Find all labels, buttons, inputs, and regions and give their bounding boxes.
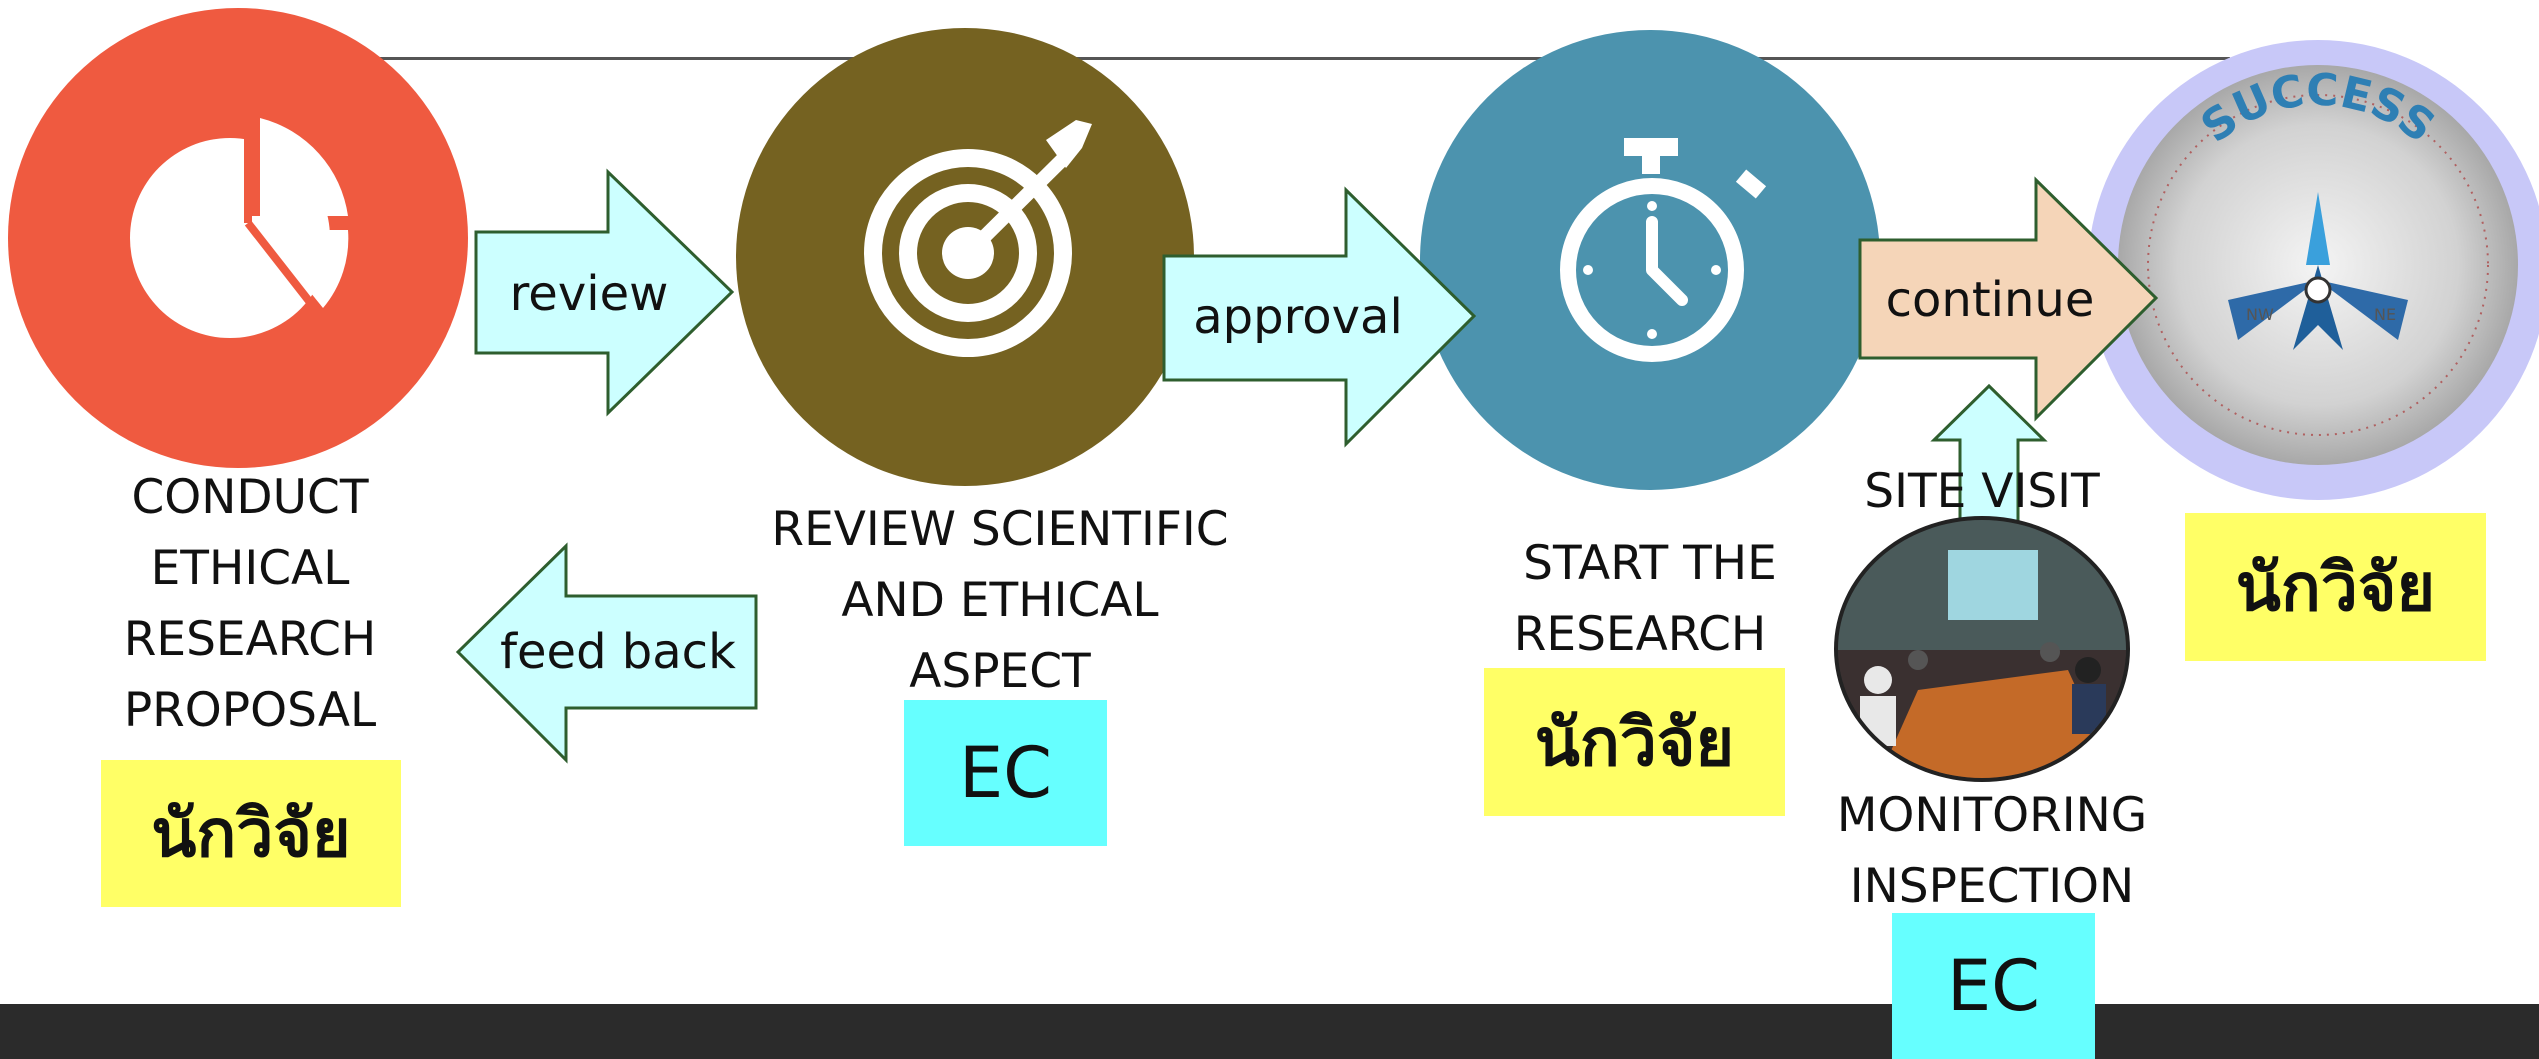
step2-label: REVIEW SCIENTIFIC AND ETHICAL ASPECT <box>760 494 1240 707</box>
svg-text:NW: NW <box>2246 305 2274 324</box>
target-icon <box>864 120 1092 357</box>
pie-chart-icon <box>130 118 349 338</box>
step3-label-line: RESEARCH <box>1513 607 1767 662</box>
monitoring-label-line: INSPECTION <box>1849 859 2135 914</box>
step1-label-line: PROPOSAL <box>123 683 377 738</box>
step2-badge: EC <box>904 700 1107 846</box>
step2-label-line: REVIEW SCIENTIFIC <box>771 502 1229 557</box>
step1-label-line: CONDUCT <box>131 470 369 525</box>
stopwatch-icon <box>1560 138 1767 362</box>
step1-label: CONDUCT ETHICAL RESEARCH PROPOSAL <box>100 462 400 746</box>
svg-text:continue: continue <box>1886 272 2095 328</box>
step1-badge: นักวิจัย <box>101 760 401 907</box>
step4-circle: SUCCESS NW NE <box>2088 40 2539 500</box>
step3-label-line: START THE <box>1523 536 1777 591</box>
top-divider-line <box>370 57 2230 60</box>
approval-arrow: approval <box>1162 186 1477 448</box>
continue-arrow: continue <box>1858 176 2159 422</box>
svg-text:review: review <box>510 266 669 322</box>
step3-badge: นักวิจัย <box>1484 668 1785 816</box>
step1-label-line: RESEARCH <box>123 612 377 667</box>
svg-text:NE: NE <box>2374 305 2396 324</box>
bottom-bar <box>0 1004 2539 1059</box>
step1-label-line: ETHICAL <box>150 541 350 596</box>
step3-circle <box>1420 30 1880 490</box>
step2-label-line: ASPECT <box>909 644 1091 699</box>
step2-circle <box>736 28 1194 486</box>
monitoring-label: MONITORING INSPECTION <box>1812 780 2172 922</box>
site-visit-label: SITE VISIT <box>1864 464 2100 519</box>
monitoring-label-line: MONITORING <box>1836 788 2148 843</box>
success-compass-icon: SUCCESS NW NE <box>2118 65 2518 465</box>
step3-label: START THE RESEARCH <box>1490 528 1790 670</box>
step1-circle <box>8 8 468 468</box>
monitoring-badge: EC <box>1892 913 2095 1059</box>
step2-label-line: AND ETHICAL <box>841 573 1159 628</box>
step4-badge: นักวิจัย <box>2185 513 2486 661</box>
svg-text:approval: approval <box>1193 289 1403 345</box>
feedback-arrow: feed back <box>455 542 758 764</box>
svg-text:feed back: feed back <box>500 624 736 680</box>
meeting-photo <box>1834 516 2130 782</box>
review-arrow: review <box>474 168 735 417</box>
